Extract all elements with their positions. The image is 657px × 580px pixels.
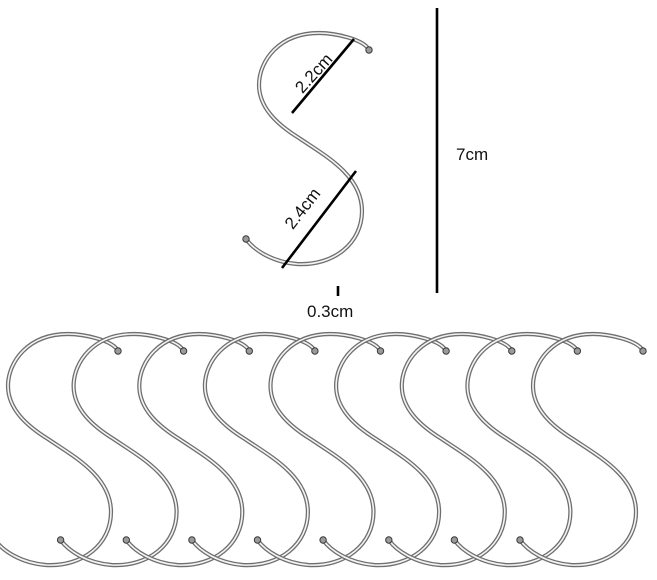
- row-hook: [254, 334, 383, 565]
- bottom-curve-dimension-line: [280, 170, 358, 269]
- hook-row: [0, 334, 646, 565]
- row-hook: [517, 334, 646, 565]
- top-curve-dimension-label: 2.2cm: [291, 50, 336, 97]
- row-hook: [57, 334, 186, 565]
- row-hook: [320, 334, 449, 565]
- row-hook: [123, 334, 252, 565]
- row-hook: [189, 334, 318, 565]
- height-dimension-label: 7cm: [456, 145, 488, 164]
- row-hook: [451, 334, 580, 565]
- wire-thickness-label: 0.3cm: [307, 302, 353, 321]
- row-hook: [386, 334, 515, 565]
- row-hook: [0, 334, 121, 565]
- top-curve-dimension-line: [291, 38, 355, 114]
- bottom-curve-dimension-label: 2.4cm: [281, 185, 324, 233]
